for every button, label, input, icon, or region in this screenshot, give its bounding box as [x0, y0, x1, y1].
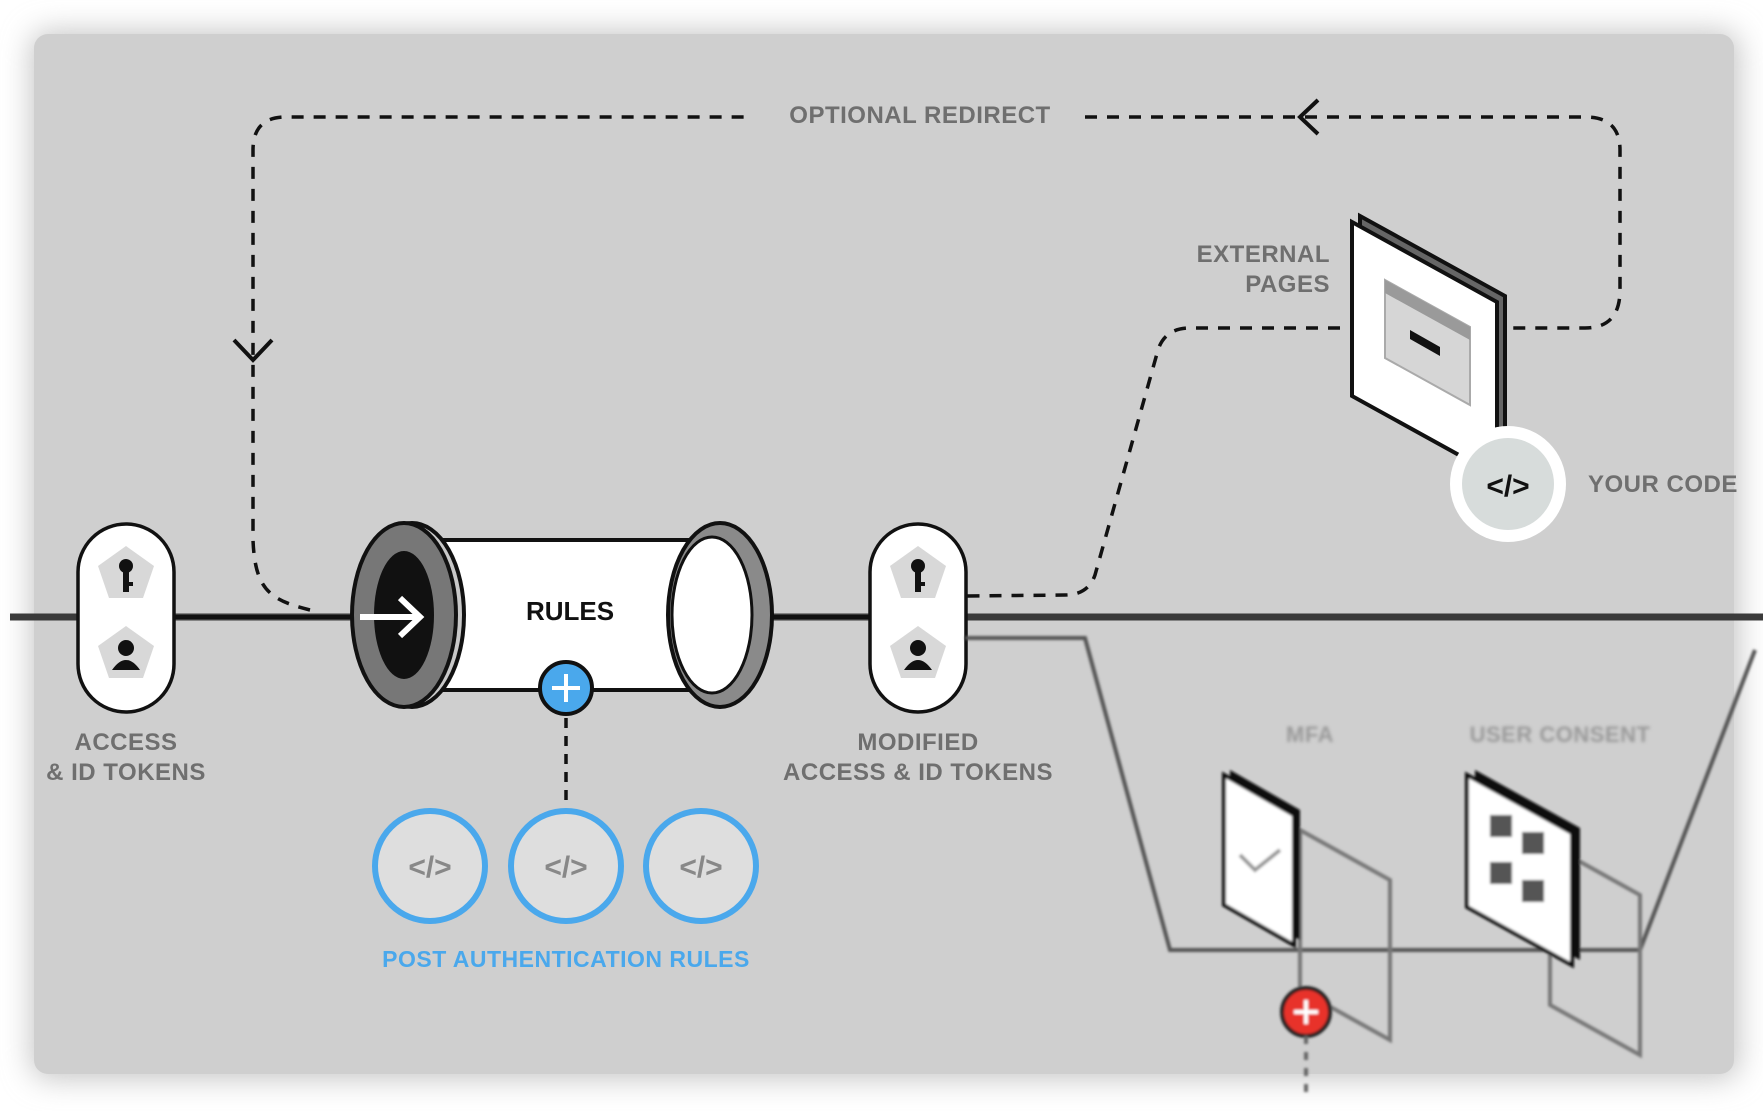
user-consent-step	[1465, 770, 1642, 1059]
modified-tokens-label-line1: MODIFIED	[857, 729, 979, 756]
mfa-step	[1222, 770, 1392, 1044]
tokens-label-line1: ACCESS	[74, 729, 178, 756]
optional-redirect-label: OPTIONAL REDIRECT	[789, 102, 1051, 129]
code-icon: </>	[679, 851, 722, 884]
optional-steps-blurred	[965, 636, 1757, 1100]
key-icon	[890, 546, 946, 598]
arrow-right-icon	[360, 595, 425, 639]
code-icon: </>	[544, 851, 587, 884]
post-auth-rule-1[interactable]	[372, 808, 488, 924]
modified-tokens-capsule	[868, 522, 968, 714]
external-page-path	[964, 326, 1340, 598]
code-icon: </>	[408, 851, 451, 884]
external-pages-label-line2: PAGES	[1245, 271, 1330, 298]
redirect-path-left	[251, 115, 750, 612]
mfa-label: MFA	[1286, 722, 1334, 747]
user-consent-label: USER CONSENT	[1469, 722, 1651, 747]
your-code-node[interactable]	[1450, 426, 1566, 542]
rules-cylinder	[350, 521, 774, 709]
redirect-path-right	[1085, 115, 1622, 330]
post-auth-rules-label: POST AUTHENTICATION RULES	[382, 946, 750, 972]
post-auth-rule-2[interactable]	[508, 808, 624, 924]
plus-icon	[552, 674, 580, 702]
add-rule-button[interactable]	[538, 660, 594, 716]
post-auth-rule-3[interactable]	[643, 808, 759, 924]
your-code-label: YOUR CODE	[1588, 471, 1738, 498]
redirect-arrow-down-icon	[232, 338, 274, 363]
tokens-capsule	[76, 522, 176, 714]
browser-window-icon	[1384, 278, 1471, 407]
key-icon	[98, 546, 154, 598]
external-pages-label-line1: EXTERNAL	[1196, 241, 1330, 268]
qr-code-icon	[1490, 815, 1544, 902]
add-step-button	[1280, 986, 1332, 1038]
modified-tokens-label-line2: ACCESS & ID TOKENS	[783, 759, 1053, 786]
user-icon	[890, 626, 946, 678]
code-icon: </>	[1486, 470, 1529, 503]
user-icon	[98, 626, 154, 678]
redirect-arrow-left-icon	[1297, 98, 1320, 136]
rules-label: RULES	[526, 596, 614, 626]
phone-check-icon	[1238, 848, 1282, 873]
tokens-label-line2: & ID TOKENS	[46, 759, 206, 786]
